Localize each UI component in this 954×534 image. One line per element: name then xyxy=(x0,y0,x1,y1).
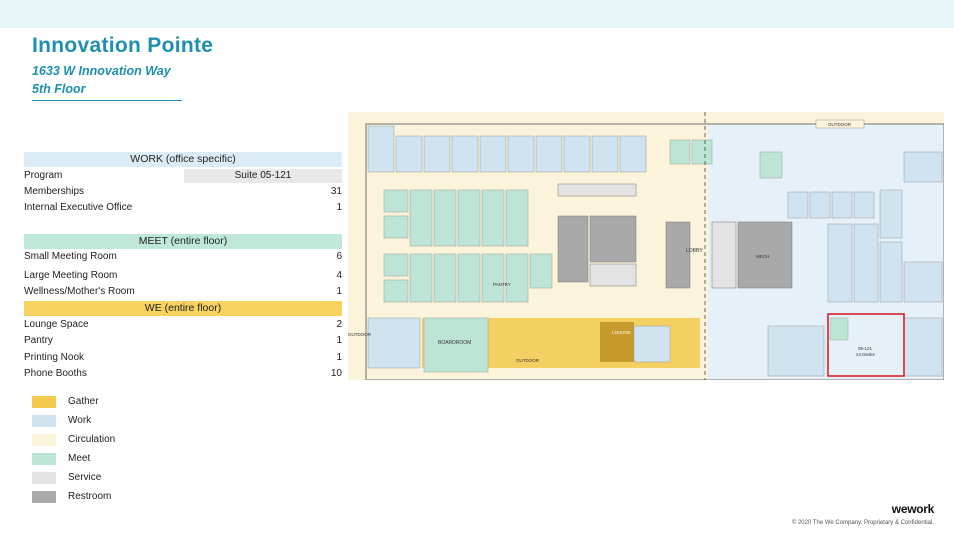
plan-office-row-top xyxy=(367,125,713,173)
plan-outdoor-top-label: OUTDOOR xyxy=(828,122,852,127)
top-banner xyxy=(0,0,954,28)
program-value: Suite 05-121 xyxy=(184,169,342,183)
exec-office-row: Internal Executive Office 1 xyxy=(24,201,342,215)
plan-office-sw xyxy=(367,317,421,369)
we-row-value: 2 xyxy=(336,319,342,330)
plan-core-east xyxy=(665,221,793,289)
we-row-label: Pantry xyxy=(24,335,53,346)
plan-outdoor-left-label: OUTDOOR xyxy=(348,332,372,337)
floor-label: 5th Floor xyxy=(32,82,86,96)
page-title: Innovation Pointe xyxy=(32,34,214,57)
copyright-notice: © 2020 The We Company. Proprietary & Con… xyxy=(791,520,934,526)
meet-row-value: 6 xyxy=(336,251,342,262)
legend-label: Service xyxy=(68,472,102,483)
plan-outdoor-bottom-label: OUTDOOR xyxy=(516,358,540,363)
legend-swatch xyxy=(32,453,56,465)
legend-swatch xyxy=(32,491,56,503)
plan-boardroom xyxy=(423,317,489,373)
title-divider xyxy=(32,100,182,101)
plan-outer-wall xyxy=(365,123,944,380)
meet-row-value: 1 xyxy=(336,286,342,297)
we-row: Printing Nook 1 xyxy=(24,351,342,365)
meet-row-label: Large Meeting Room xyxy=(24,270,118,281)
exec-office-label: Internal Executive Office xyxy=(24,202,133,213)
plan-boardroom-label: BOARDROOM xyxy=(438,340,471,346)
memberships-row: Memberships 31 xyxy=(24,185,342,199)
we-row-label: Lounge Space xyxy=(24,319,89,330)
plan-mech-label: MECH xyxy=(756,254,769,259)
legend-swatch xyxy=(32,434,56,446)
floor-plan: LOBBY BOARDROOM LOUNGE PANTRY OUTDOOR OU… xyxy=(348,112,944,380)
program-label: Program xyxy=(24,170,63,181)
we-row-value: 1 xyxy=(336,335,342,346)
address: 1633 W Innovation Way xyxy=(32,64,171,78)
plan-highlight-desks: 24 Desks xyxy=(856,352,876,357)
plan-office-s xyxy=(633,325,671,363)
plan-lounge-label: LOUNGE xyxy=(612,330,631,335)
we-row: Phone Booths 10 xyxy=(24,367,342,381)
we-row-label: Phone Booths xyxy=(24,368,87,379)
plan-highlight-label: 05-121 xyxy=(858,346,873,351)
legend-swatch xyxy=(32,415,56,427)
legend-label: Gather xyxy=(68,396,99,407)
plan-lounge xyxy=(600,322,634,362)
meet-row: Wellness/Mother's Room 1 xyxy=(24,285,342,299)
plan-meeting-rooms xyxy=(383,189,553,303)
program-row: Program Suite 05-121 xyxy=(24,169,342,183)
legend-label: Circulation xyxy=(68,434,116,445)
meet-row: Small Meeting Room 6 xyxy=(24,250,342,264)
legend-label: Work xyxy=(68,415,92,426)
we-row-label: Printing Nook xyxy=(24,352,85,363)
plan-lobby-label: LOBBY xyxy=(686,248,703,254)
exec-office-value: 1 xyxy=(336,202,342,213)
meet-row-value: 4 xyxy=(336,270,342,281)
meet-section-heading: MEET (entire floor) xyxy=(24,234,342,249)
plan-office-row-east xyxy=(759,151,943,377)
we-row: Lounge Space 2 xyxy=(24,318,342,332)
legend-swatch xyxy=(32,472,56,484)
meet-row: Large Meeting Room 4 xyxy=(24,269,342,283)
meet-row-label: Wellness/Mother's Room xyxy=(24,286,135,297)
plan-outdoor-top xyxy=(815,119,865,129)
plan-pantry-label: PANTRY xyxy=(493,282,511,287)
work-section-heading: WORK (office specific) xyxy=(24,152,342,167)
we-row-value: 10 xyxy=(330,368,342,379)
plan-suite-meeting xyxy=(829,317,849,341)
plan-highlight-suite xyxy=(827,313,905,377)
legend-label: Restroom xyxy=(68,491,112,502)
meet-row-label: Small Meeting Room xyxy=(24,251,117,262)
wework-logo: wework xyxy=(891,502,935,516)
memberships-label: Memberships xyxy=(24,186,85,197)
memberships-value: 31 xyxy=(330,186,342,197)
we-row: Pantry 1 xyxy=(24,334,342,348)
we-row-value: 1 xyxy=(336,352,342,363)
plan-core-west xyxy=(557,183,637,287)
legend-label: Meet xyxy=(68,453,91,464)
we-section-heading: WE (entire floor) xyxy=(24,301,342,316)
legend-swatch xyxy=(32,396,56,408)
